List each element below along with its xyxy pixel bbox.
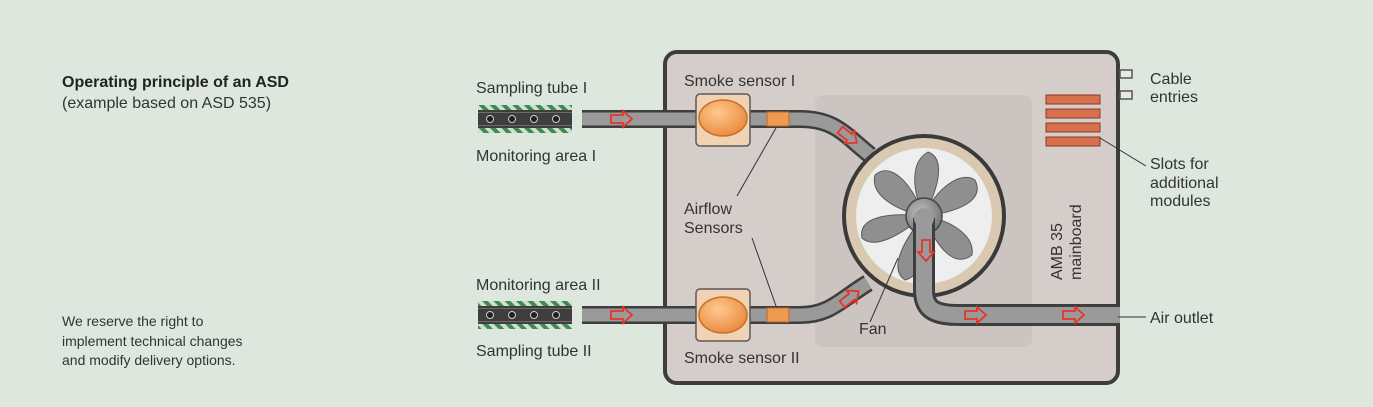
module-slots [1045, 94, 1101, 147]
airflow-sensor-1 [766, 111, 790, 127]
module-slot [1045, 108, 1101, 119]
label-mainboard-line2: mainboard [1068, 204, 1085, 280]
cable-entry-connector [1119, 90, 1133, 100]
label-slots-line1: Slots for [1150, 156, 1209, 173]
slots-leader-line [1099, 137, 1147, 167]
label-sampling-tube-2: Sampling tube II [476, 343, 592, 360]
label-smoke-sensor-2: Smoke sensor II [684, 350, 800, 367]
label-cable-line1: Cable [1150, 71, 1192, 88]
label-mainboard-line1: AMB 35 [1049, 223, 1066, 280]
airflow-sensor-2 [766, 307, 790, 323]
outlet-tube [916, 218, 1120, 323]
label-mainboard: AMB 35 mainboard [1049, 204, 1085, 280]
lower-sampling-tube [478, 277, 872, 322]
arrow-right-icon [1062, 304, 1086, 326]
outlet-tube-mouth [914, 208, 934, 228]
arrow-up-right-icon [838, 289, 860, 309]
module-slot [1045, 94, 1101, 105]
diagram-subtitle: (example based on ASD 535) [62, 95, 272, 112]
label-monitoring-area-2: Monitoring area II [476, 277, 601, 294]
label-slots-line2: additional [1150, 175, 1219, 192]
disclaimer-text: We reserve the right to implement techni… [62, 313, 243, 368]
sampling-holes [486, 115, 560, 319]
label-cable-line2: entries [1150, 89, 1198, 106]
arrow-right-icon [610, 304, 634, 326]
fan-leader-line [869, 257, 899, 323]
smoke-sensor-1 [695, 93, 751, 147]
label-slots-line3: modules [1150, 193, 1210, 210]
arrow-right-icon [964, 304, 988, 326]
label-fan: Fan [859, 321, 887, 338]
label-airflow-line2: Sensors [684, 220, 743, 237]
arrow-right-icon [610, 108, 634, 130]
arrow-down-right-icon [836, 125, 858, 145]
label-air-outlet: Air outlet [1150, 310, 1214, 327]
cable-entry-connector [1119, 69, 1133, 79]
upper-sampling-tube [478, 112, 875, 161]
arrow-down-icon [915, 239, 937, 263]
tube-gap [572, 306, 582, 324]
smoke-sensor-2 [695, 288, 751, 342]
tube-gap [572, 110, 582, 128]
label-sampling-tube-1: Sampling tube I [476, 80, 587, 97]
module-slot [1045, 136, 1101, 147]
label-airflow-line1: Airflow [684, 201, 732, 218]
title-block: Operating principle of an ASD (example b… [62, 72, 289, 114]
module-slot [1045, 122, 1101, 133]
airflow-leader-line [736, 127, 777, 197]
airflow-arrows [610, 108, 1086, 326]
label-monitoring-area-1: Monitoring area I [476, 148, 596, 165]
label-smoke-sensor-1: Smoke sensor I [684, 73, 795, 90]
airflow-leader-line [751, 237, 777, 307]
diagram-title: Operating principle of an ASD [62, 74, 289, 91]
